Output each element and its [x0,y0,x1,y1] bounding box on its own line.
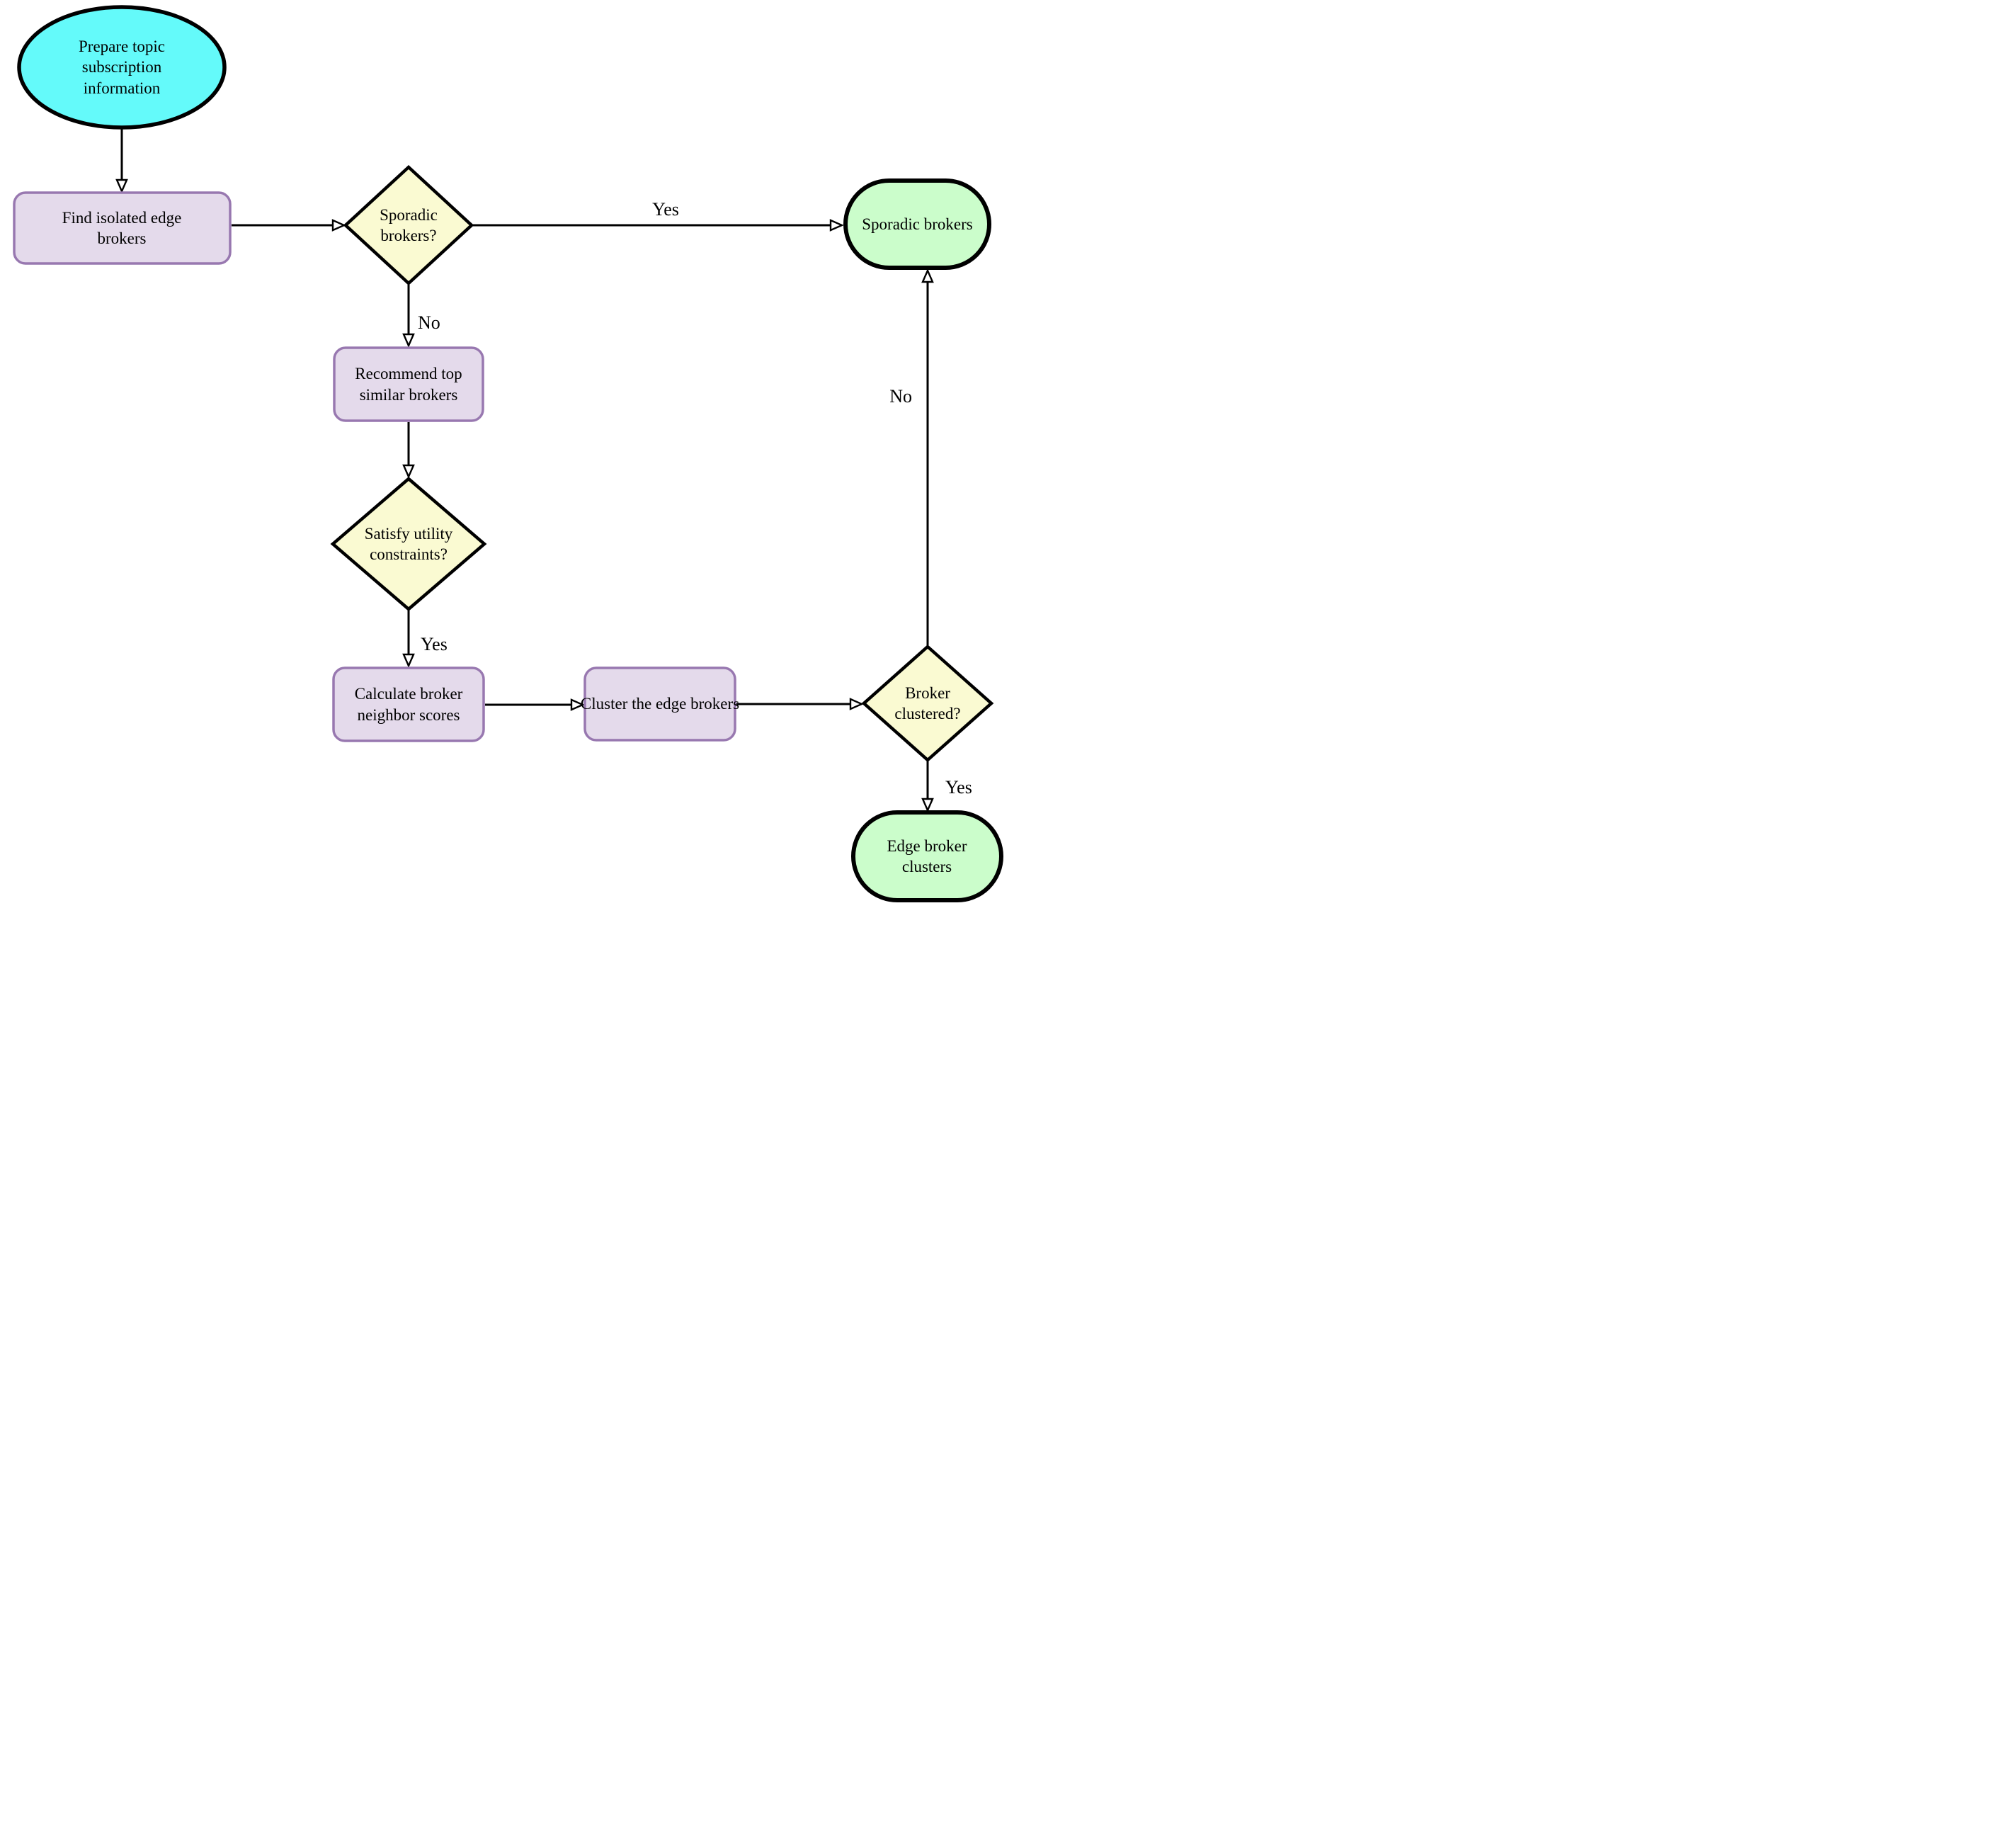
find-isolated-node-shape [13,191,232,265]
flowchart-drawing [13,5,1003,902]
clustered-decision-shape [861,644,994,763]
start-node-shape [17,5,227,130]
sporadic-decision-shape [343,164,474,286]
flowchart: Prepare topic subscription information F… [0,0,1008,911]
cluster-node-shape [583,666,736,742]
sporadic-terminal-shape [843,178,991,270]
calculate-node-shape [332,666,485,742]
recommend-node-shape [333,346,484,422]
satisfy-decision-shape [330,477,487,611]
edge-clusters-terminal-shape [851,810,1003,902]
